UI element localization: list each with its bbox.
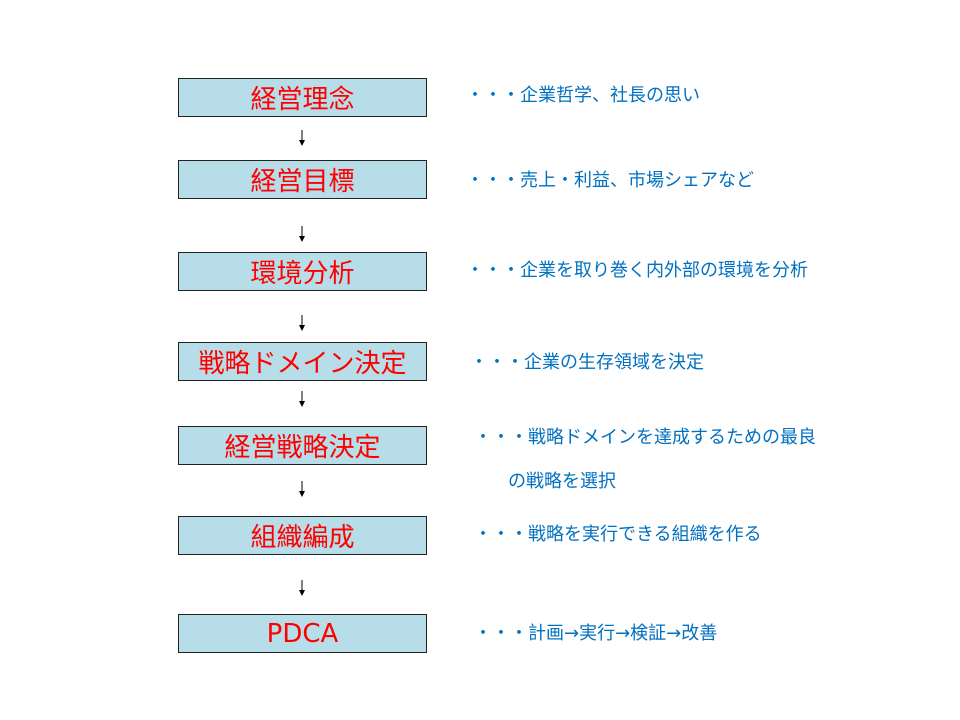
step-box-domain: 戦略ドメイン決定 [178,342,427,381]
step-box-pdca: PDCA [178,614,427,653]
step-description: ・・・計画→実行→検証→改善 [474,623,718,644]
arrow-down-icon [299,315,305,331]
arrow-down-icon [299,481,305,497]
arrow-down-icon [299,130,305,146]
step-box-philosophy: 経営理念 [178,78,427,117]
step-label: 経営理念 [250,85,355,115]
step-label: PDCA [266,618,339,649]
step-label: 経営目標 [250,167,355,197]
step-label: 組織編成 [250,523,355,553]
step-description: ・・・企業哲学、社長の思い [466,85,700,106]
step-box-strategy: 経営戦略決定 [178,426,427,465]
step-description: ・・・戦略ドメインを達成するための最良 [474,427,816,448]
step-box-goals: 経営目標 [178,160,427,199]
arrow-down-icon [299,391,305,407]
step-description: ・・・企業を取り巻く内外部の環境を分析 [466,260,808,281]
step-label: 経営戦略決定 [224,433,381,463]
arrow-down-icon [299,580,305,596]
step-description: ・・・売上・利益、市場シェアなど [466,170,754,191]
step-box-environment: 環境分析 [178,252,427,291]
step-description: ・・・戦略を実行できる組織を作る [474,524,762,545]
step-label: 環境分析 [250,259,355,289]
step-description-continued: の戦略を選択 [508,471,616,492]
arrow-down-icon [299,226,305,242]
step-label: 戦略ドメイン決定 [198,349,407,379]
step-description: ・・・企業の生存領域を決定 [470,352,704,373]
step-box-organization: 組織編成 [178,516,427,555]
